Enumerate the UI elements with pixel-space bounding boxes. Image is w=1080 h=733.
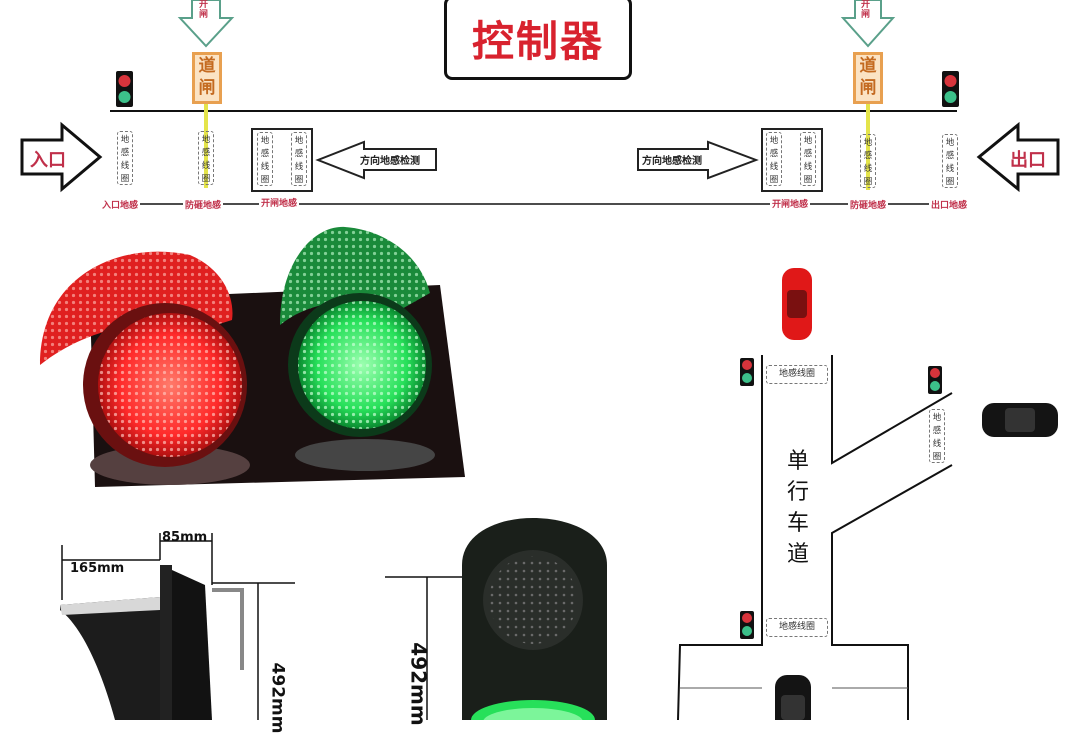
barrier-gate-left: 道闸 bbox=[192, 52, 222, 104]
product-photos bbox=[40, 226, 607, 720]
traffic-light-icon bbox=[116, 71, 133, 107]
depth-dimension: 165mm bbox=[70, 561, 125, 576]
lane-lines bbox=[677, 355, 953, 720]
controller-box: 控制器 bbox=[444, 0, 632, 80]
entry-arrow-icon bbox=[20, 121, 103, 193]
lane-char: 单 bbox=[786, 449, 809, 474]
traffic-light-icon bbox=[928, 366, 942, 394]
traffic-light-icon bbox=[740, 358, 754, 386]
controller-label: 控制器 bbox=[471, 16, 604, 66]
coil-open-left-2: 地感线圈 bbox=[291, 132, 307, 186]
anti-smash-sensor-label: 防砸地感 bbox=[848, 198, 889, 211]
coil-open-right-1: 地感线圈 bbox=[766, 132, 782, 186]
exit-sensor-label: 出口地感 bbox=[929, 198, 970, 211]
barrier-label: 道 bbox=[859, 56, 877, 76]
traffic-light-icon bbox=[740, 611, 754, 639]
coil-side: 地感线圈 bbox=[929, 409, 945, 463]
car-black-icon bbox=[982, 403, 1058, 437]
coil-open-left-1: 地感线圈 bbox=[257, 132, 273, 186]
direction-arrow-left-icon bbox=[315, 140, 437, 180]
lane-char: 行 bbox=[786, 480, 809, 505]
direction-arrow-right-icon bbox=[637, 140, 759, 180]
coil-entry: 地感线圈 bbox=[117, 131, 133, 185]
open-arrow-left-label: 开闸 bbox=[199, 0, 209, 20]
entry-label: 入口 bbox=[30, 150, 66, 171]
barrier-label: 道 bbox=[198, 56, 216, 76]
one-way-lane-label: 单 行 车 道 bbox=[786, 446, 810, 570]
barrier-gate-right: 道闸 bbox=[853, 52, 883, 104]
lane-diagram bbox=[677, 268, 1058, 720]
front-view-photo bbox=[385, 518, 607, 720]
coil-exit: 地感线圈 bbox=[942, 134, 958, 188]
entry-sensor-label: 入口地感 bbox=[100, 198, 141, 211]
car-black-icon bbox=[775, 675, 811, 720]
direction-detection-left-label: 方向地感检测 bbox=[360, 156, 420, 167]
open-sensor-label: 开闸地感 bbox=[259, 196, 300, 209]
dual-traffic-light-photo bbox=[40, 226, 465, 487]
open-sensor-pair-left bbox=[251, 128, 313, 192]
side-height-dimension: 492mm bbox=[267, 662, 288, 733]
direction-detection-right-label: 方向地感检测 bbox=[642, 156, 702, 167]
lane-char: 道 bbox=[786, 542, 809, 567]
width-dimension: 85mm bbox=[162, 530, 208, 545]
barrier-label: 闸 bbox=[859, 78, 877, 98]
side-view-photo bbox=[60, 533, 295, 720]
open-sensor-pair-right bbox=[761, 128, 823, 192]
coil-top: 地感线圈 bbox=[766, 365, 828, 384]
traffic-light-icon bbox=[942, 71, 959, 107]
barrier-label: 闸 bbox=[198, 78, 216, 98]
anti-smash-sensor-label: 防砸地感 bbox=[183, 198, 224, 211]
open-arrow-left-icon bbox=[177, 0, 235, 48]
exit-arrow-icon bbox=[976, 121, 1060, 193]
exit-label: 出口 bbox=[1010, 150, 1046, 171]
coil-open-right-2: 地感线圈 bbox=[800, 132, 816, 186]
coil-anti-smash-left: 地感线圈 bbox=[198, 131, 214, 185]
open-arrow-right-label: 开闸 bbox=[861, 0, 871, 20]
car-red-icon bbox=[782, 268, 812, 340]
front-height-dimension: 492mm bbox=[406, 642, 431, 726]
lane-char: 车 bbox=[786, 511, 809, 536]
coil-anti-smash-right: 地感线圈 bbox=[860, 134, 876, 188]
schematic-lines bbox=[20, 0, 1060, 205]
open-sensor-label: 开闸地感 bbox=[770, 197, 811, 210]
coil-bottom: 地感线圈 bbox=[766, 618, 828, 637]
open-arrow-right-icon bbox=[840, 0, 896, 48]
